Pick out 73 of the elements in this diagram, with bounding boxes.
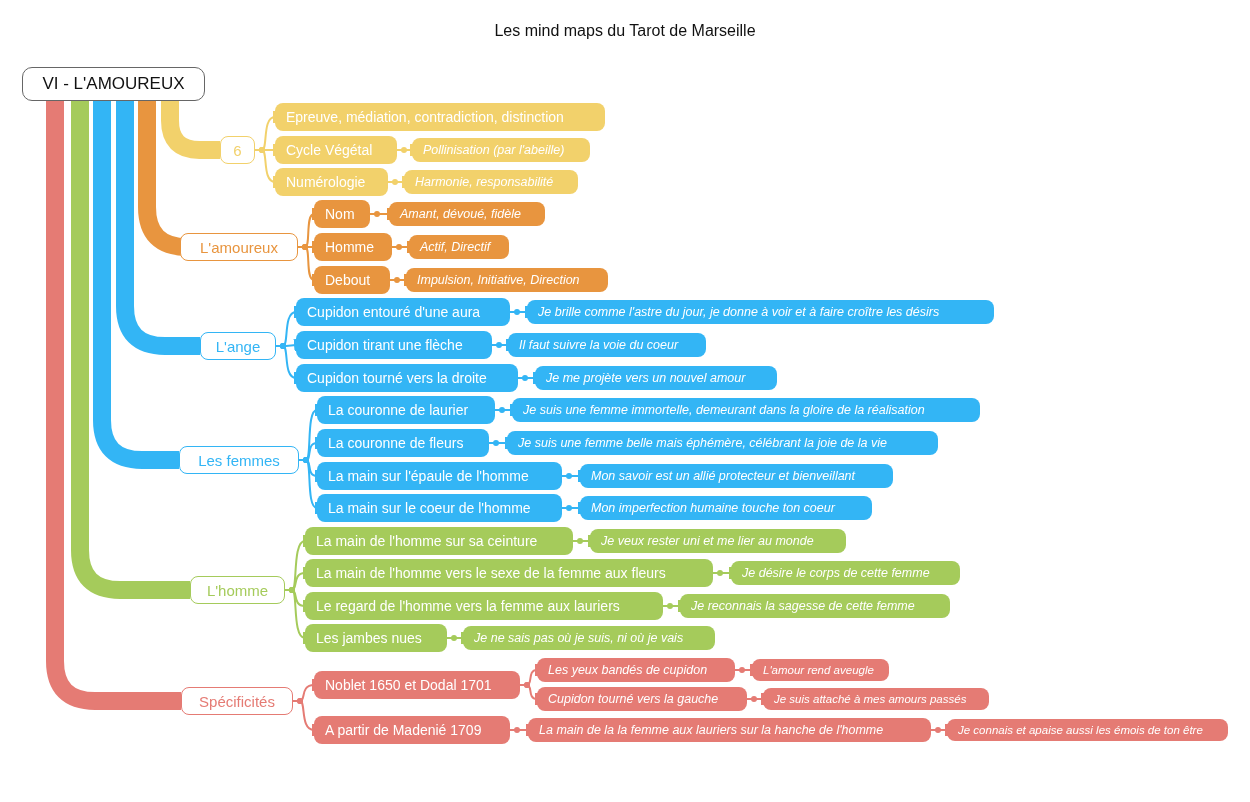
subtopic-box: Cupidon entouré d'une aura bbox=[296, 298, 510, 326]
subtopic-box: La couronne de fleurs bbox=[317, 429, 489, 457]
connector-line bbox=[734, 664, 753, 676]
detail-box: Je désire le corps de cette femme bbox=[731, 561, 960, 585]
detail-box: Je suis une femme immortelle, demeurant dans la gloire de la réalisation bbox=[512, 398, 980, 422]
subtopic-box: Cupidon tirant une flèche bbox=[296, 331, 492, 359]
detail-box: Je brille comme l'astre du jour, je donne à voir et à faire croître les désirs bbox=[527, 300, 994, 324]
detail-box: Pollinisation (par l'abeille) bbox=[412, 138, 590, 162]
connector-line bbox=[746, 693, 764, 705]
subtopic-box: Epreuve, médiation, contradiction, distinction bbox=[275, 103, 605, 131]
detail-box: Les yeux bandés de cupidon bbox=[537, 658, 735, 682]
connector-line bbox=[509, 306, 528, 318]
subtopic-box: La main de l'homme sur sa ceinture bbox=[305, 527, 573, 555]
subtopic-box: Noblet 1650 et Dodal 1701 bbox=[314, 671, 520, 699]
connector-line bbox=[519, 684, 539, 706]
subtopic-box: Homme bbox=[314, 233, 392, 261]
central-topic: VI - L'AMOUREUX bbox=[22, 67, 205, 101]
connector-line bbox=[446, 632, 464, 644]
branch-connector bbox=[71, 101, 190, 599]
detail-box: Actif, Directif bbox=[409, 235, 509, 259]
connector-line bbox=[396, 144, 413, 156]
detail-box: Je connais et apaise aussi les émois de ton être bbox=[947, 719, 1228, 741]
connector-line bbox=[712, 567, 732, 579]
connector-line bbox=[930, 724, 948, 736]
diagram-title: Les mind maps du Tarot de Marseille bbox=[493, 22, 757, 40]
connector-line bbox=[369, 208, 390, 220]
subtopic-box: Cupidon tourné vers la droite bbox=[296, 364, 518, 392]
subtopic-box: Nom bbox=[314, 200, 370, 228]
subtopic-box: Debout bbox=[314, 266, 390, 294]
subtopic-box: A partir de Madenié 1709 bbox=[314, 716, 510, 744]
branch-connector bbox=[161, 101, 220, 159]
topic-box: 6 bbox=[220, 136, 255, 164]
detail-box: Je reconnais la sagesse de cette femme bbox=[680, 594, 950, 618]
topic-box: L'homme bbox=[190, 576, 285, 604]
subtopic-box: La main sur le coeur de l'homme bbox=[317, 494, 562, 522]
connector-line bbox=[488, 437, 508, 449]
subtopic-box: La main sur l'épaule de l'homme bbox=[317, 462, 562, 490]
branch-connector bbox=[46, 101, 181, 710]
connector-line bbox=[517, 372, 536, 384]
connector-line bbox=[494, 404, 513, 416]
connector-line bbox=[561, 502, 581, 514]
subtopic-box: Cycle Végétal bbox=[275, 136, 397, 164]
detail-box: Je me projète vers un nouvel amour bbox=[535, 366, 777, 390]
detail-box: L'amour rend aveugle bbox=[752, 659, 889, 681]
subtopic-box: La couronne de laurier bbox=[317, 396, 495, 424]
topic-box: Spécificités bbox=[181, 687, 293, 715]
detail-box: Cupidon tourné vers la gauche bbox=[537, 687, 747, 711]
detail-box: Mon imperfection humaine touche ton coeur bbox=[580, 496, 872, 520]
subtopic-box: Numérologie bbox=[275, 168, 388, 196]
detail-box: Je suis une femme belle mais éphémère, célébrant la joie de la vie bbox=[507, 431, 938, 455]
connector-line bbox=[389, 274, 407, 286]
connector-line bbox=[391, 241, 410, 253]
detail-box: Mon savoir est un allié protecteur et bienveillant bbox=[580, 464, 893, 488]
connector-line bbox=[662, 600, 681, 612]
detail-box: Impulsion, Initiative, Direction bbox=[406, 268, 608, 292]
detail-box: Amant, dévoué, fidèle bbox=[389, 202, 545, 226]
topic-box: Les femmes bbox=[179, 446, 299, 474]
detail-box: Harmonie, responsabilité bbox=[404, 170, 578, 194]
detail-box: Il faut suivre la voie du coeur bbox=[508, 333, 706, 357]
detail-box: Je veux rester uni et me lier au monde bbox=[590, 529, 846, 553]
topic-box: L'ange bbox=[200, 332, 276, 360]
connector-line bbox=[491, 339, 509, 351]
connector-line bbox=[509, 724, 529, 736]
detail-box: Je suis attaché à mes amours passés bbox=[763, 688, 989, 710]
topic-box: L'amoureux bbox=[180, 233, 298, 261]
detail-box: Je ne sais pas où je suis, ni où je vais bbox=[463, 626, 715, 650]
connector-line bbox=[387, 176, 405, 188]
connector-line bbox=[561, 470, 581, 482]
subtopic-box: Les jambes nues bbox=[305, 624, 447, 652]
connector-line bbox=[572, 535, 591, 547]
subtopic-box: La main de l'homme vers le sexe de la femme aux fleurs bbox=[305, 559, 713, 587]
detail-box: La main de la la femme aux lauriers sur la hanche de l'homme bbox=[528, 718, 931, 742]
subtopic-box: Le regard de l'homme vers la femme aux lauriers bbox=[305, 592, 663, 620]
